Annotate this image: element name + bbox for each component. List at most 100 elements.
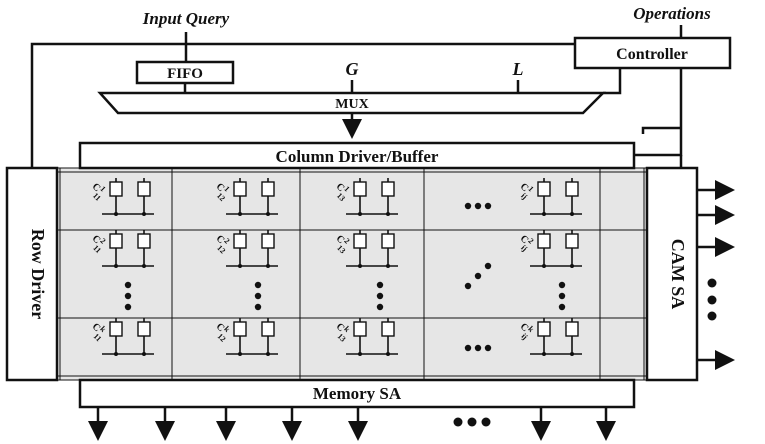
- memory-element: [137, 233, 151, 249]
- cam-sa-output-ellipsis-dot: [707, 311, 717, 321]
- cam-cell: C2ij: [518, 230, 582, 268]
- column-ellipsis-dot: [474, 202, 482, 210]
- row-ellipsis-dot: [254, 303, 262, 311]
- memory-element: [233, 233, 247, 249]
- row-ellipsis-dot: [254, 281, 262, 289]
- cell-label-superscript: 2: [98, 236, 107, 245]
- cell-label: Ckij: [514, 319, 537, 342]
- controller-label: Controller: [616, 46, 688, 63]
- cell-label: C112: [210, 179, 234, 203]
- memory-element: [109, 233, 123, 249]
- row-ellipsis-dot: [558, 281, 566, 289]
- cell-label: C211: [86, 231, 110, 255]
- cell-label: Ck11: [86, 319, 110, 343]
- cam-cell: Ck11: [86, 318, 154, 356]
- memory-element: [261, 181, 275, 197]
- row-driver-label: Row Driver: [28, 229, 48, 319]
- row-ellipsis-dot: [376, 292, 384, 300]
- cell-label-superscript: k: [98, 324, 108, 334]
- memory-sa-output-ellipsis-dot: [467, 417, 477, 427]
- memory-element: [353, 321, 367, 337]
- memory-sa-outputs: [88, 407, 616, 441]
- cell-label-superscript: 2: [342, 236, 351, 245]
- column-ellipsis-dot: [474, 344, 482, 352]
- row-ellipsis-dot: [376, 281, 384, 289]
- cell-label-superscript: 1: [98, 184, 107, 193]
- cam-sa-output-ellipsis-dot: [707, 278, 717, 288]
- cam-sa-outputs: [697, 180, 735, 370]
- diagonal-ellipsis-dot: [474, 272, 482, 280]
- diagonal-ellipsis-dot: [464, 282, 472, 290]
- column-ellipsis-dot: [464, 202, 472, 210]
- row-ellipsis-dot: [558, 303, 566, 311]
- cell-label-superscript: 1: [342, 184, 351, 193]
- memory-element: [565, 233, 579, 249]
- memory-sa-label: Memory SA: [313, 384, 402, 403]
- memory-element: [565, 321, 579, 337]
- cell-array: C111C112C113C1ijC211C212C213C2ijCk11Ck12…: [57, 168, 647, 380]
- operations-label: Operations: [633, 4, 711, 23]
- cam-cell: C112: [210, 178, 278, 216]
- cam-cell: C211: [86, 230, 154, 268]
- mux-box: [97, 91, 607, 115]
- cell-label-subscript: ij: [520, 332, 530, 342]
- column-driver-label: Column Driver/Buffer: [276, 147, 439, 166]
- row-ellipsis-dot: [558, 292, 566, 300]
- cam-sa-box: [645, 166, 699, 382]
- controller-box: [573, 36, 732, 70]
- row-ellipsis-dot: [124, 303, 132, 311]
- fifo-label: FIFO: [167, 66, 203, 82]
- cell-label-superscript: 2: [222, 236, 231, 245]
- g-label: G: [346, 59, 359, 79]
- cell-label-subscript: 11: [92, 332, 104, 344]
- memory-sa-output-ellipsis-dot: [453, 417, 463, 427]
- cell-label-superscript: k: [526, 324, 536, 334]
- controller-row-driver-link: [30, 42, 575, 168]
- cell-label-superscript: k: [342, 324, 352, 334]
- column-ellipsis-dot: [484, 202, 492, 210]
- l-label: L: [512, 59, 524, 79]
- cell-label-superscript: 2: [526, 236, 535, 245]
- connections: [30, 25, 683, 168]
- memory-element: [353, 233, 367, 249]
- memory-element: [261, 321, 275, 337]
- cam-sa-output-ellipsis-dot: [707, 295, 717, 305]
- memory-element: [381, 233, 395, 249]
- controller-mux-link: [603, 68, 622, 95]
- memory-element: [109, 181, 123, 197]
- memory-element: [537, 321, 551, 337]
- memory-element: [537, 233, 551, 249]
- cell-label-subscript: ij: [519, 191, 529, 201]
- cell-label: C213: [330, 231, 354, 255]
- row-ellipsis-dot: [376, 303, 384, 311]
- mux-label: MUX: [335, 97, 368, 112]
- cell-label: C111: [86, 179, 110, 203]
- diagonal-ellipsis-dot: [484, 262, 492, 270]
- memory-element: [233, 321, 247, 337]
- memory-element: [537, 181, 551, 197]
- cam-cell: C213: [330, 230, 398, 268]
- memory-element: [261, 233, 275, 249]
- cell-label-superscript: 1: [222, 184, 231, 193]
- row-ellipsis-dot: [124, 292, 132, 300]
- row-ellipsis-dot: [254, 292, 262, 300]
- cell-label-superscript: k: [222, 324, 232, 334]
- cell-label-subscript: 11: [91, 191, 103, 203]
- cell-label-superscript: 1: [526, 184, 535, 193]
- row-ellipsis-dot: [124, 281, 132, 289]
- memory-sa-box: [78, 378, 636, 409]
- memory-element: [565, 181, 579, 197]
- memory-element: [109, 321, 123, 337]
- controller-column-driver-link: [634, 68, 683, 157]
- cam-sa-label: CAM SA: [668, 239, 688, 310]
- memory-element: [381, 321, 395, 337]
- input-query-label: Input Query: [142, 9, 230, 28]
- cell-label-subscript: 11: [91, 243, 103, 255]
- cell-array-background: [56, 167, 648, 381]
- controller-cam-sa-link: [641, 126, 681, 134]
- cell-label-subscript: ij: [519, 243, 529, 253]
- column-ellipsis-dot: [464, 344, 472, 352]
- memory-element: [353, 181, 367, 197]
- memory-element: [137, 181, 151, 197]
- cam-cell: C111: [86, 178, 154, 216]
